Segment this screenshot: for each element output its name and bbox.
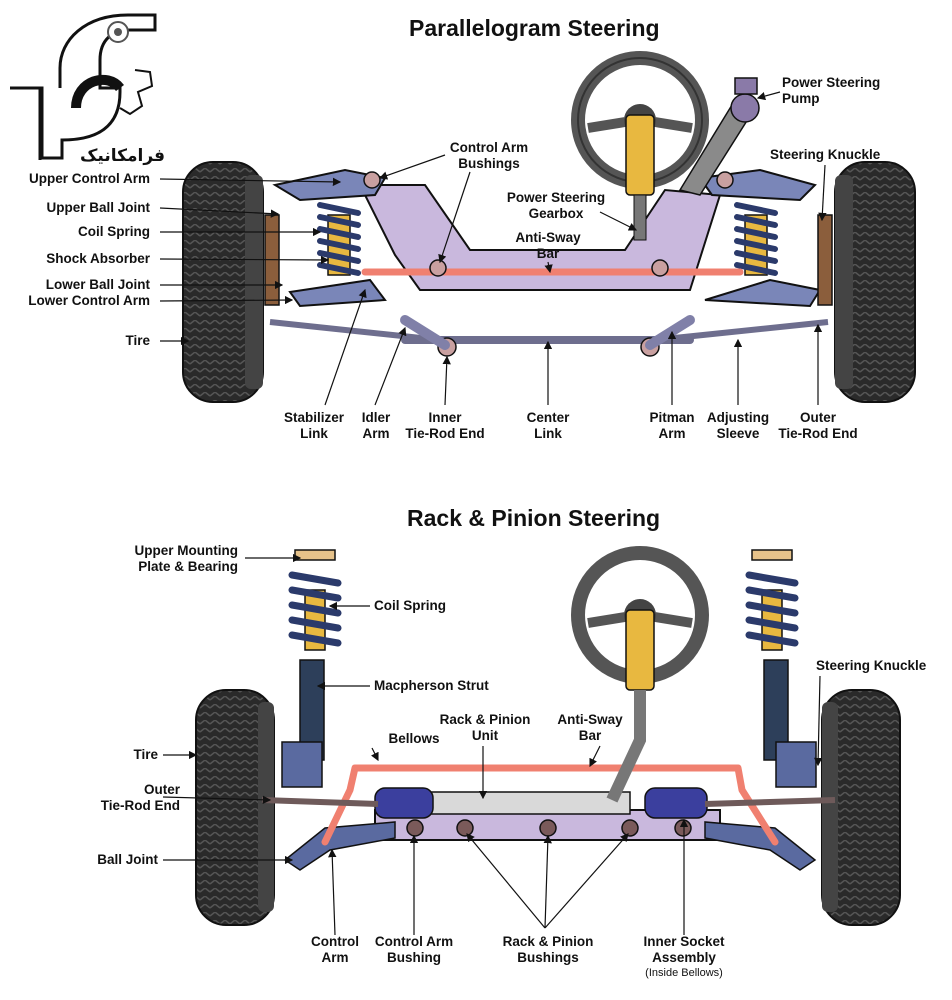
rack-pinion-title: Rack & Pinion Steering — [407, 505, 661, 531]
label-steering-knuckle-top: Steering Knuckle — [770, 147, 881, 162]
rack-pinion-illustration — [195, 546, 901, 926]
leader-lines-top — [159, 91, 827, 406]
steering-wheel-top — [571, 51, 709, 241]
bellows-left — [374, 787, 434, 819]
label-control-arm: Control Arm — [311, 934, 359, 965]
strut-left — [281, 549, 342, 788]
power-steering-pump — [678, 77, 760, 196]
label-anti-sway-bar-top: Anti-Sway Bar — [515, 230, 581, 261]
parallelogram-illustration — [182, 51, 916, 403]
label-lower-control-arm: Lower Control Arm — [28, 293, 150, 308]
steering-wheel-bottom — [571, 546, 709, 803]
lower-control-arm-left — [288, 278, 387, 308]
label-inside-bellows: (Inside Bellows) — [645, 967, 723, 979]
logo — [10, 13, 157, 160]
label-coil-spring-bottom: Coil Spring — [374, 598, 446, 613]
control-arm-left — [283, 821, 396, 871]
label-inner-socket-assembly: Inner Socket Assembly — [643, 934, 725, 965]
label-control-arm-bushings: Control Arm Bushings — [449, 140, 529, 171]
tie-rod-right-bottom — [704, 797, 836, 807]
tie-rod-right — [654, 319, 829, 343]
label-lower-ball-joint: Lower Ball Joint — [45, 277, 150, 292]
label-shock-absorber: Shock Absorber — [46, 251, 150, 266]
label-outer-tie-rod-end-top: Outer Tie-Rod End — [778, 410, 858, 441]
label-upper-ball-joint: Upper Ball Joint — [46, 200, 150, 215]
label-pitman-arm: Pitman Arm — [649, 410, 695, 441]
label-anti-sway-bar-bottom: Anti-Sway Bar — [557, 712, 623, 743]
tire-left-top — [182, 161, 264, 403]
bellows-right — [644, 787, 708, 819]
lower-control-arm-right — [704, 278, 822, 308]
label-rack-pinion-bushings: Rack & Pinion Bushings — [502, 934, 594, 965]
label-stabilizer-link: Stabilizer Link — [283, 410, 345, 441]
upper-control-arm-left — [272, 168, 387, 202]
label-outer-tie-rod-end-bottom: Outer Tie-Rod End — [100, 782, 180, 813]
strut-right — [745, 549, 817, 788]
coil-spring-right — [734, 202, 778, 276]
label-center-link: Center Link — [526, 410, 570, 441]
label-power-steering-gearbox: Power Steering Gearbox — [506, 190, 606, 221]
label-control-arm-bushing: Control Arm Bushing — [374, 934, 454, 965]
control-arm-right — [704, 821, 817, 871]
tire-right-bottom — [821, 689, 901, 926]
label-idler-arm: Idler Arm — [361, 410, 391, 441]
label-macpherson-strut: Macpherson Strut — [374, 678, 489, 693]
label-ball-joint: Ball Joint — [97, 852, 158, 867]
tire-right-top — [834, 161, 916, 403]
label-tire-bottom: Tire — [133, 747, 158, 762]
upper-control-arm-right — [698, 168, 817, 202]
coil-spring-left — [317, 202, 361, 276]
label-steering-knuckle-bottom: Steering Knuckle — [816, 658, 927, 673]
label-upper-control-arm: Upper Control Arm — [29, 171, 150, 186]
tire-left-bottom — [195, 689, 275, 926]
label-tire-top: Tire — [125, 333, 150, 348]
label-adjusting-sleeve: Adjusting Sleeve — [706, 410, 770, 441]
label-rack-pinion-unit: Rack & Pinion Unit — [439, 712, 531, 743]
label-coil-spring-top: Coil Spring — [78, 224, 150, 239]
knuckle-right — [817, 214, 833, 306]
idler-arm — [400, 315, 450, 350]
label-upper-mounting-plate: Upper Mounting Plate & Bearing — [134, 543, 238, 574]
leader-lines-bottom — [162, 553, 823, 936]
parallelogram-title: Parallelogram Steering — [409, 15, 660, 41]
tie-rod-left — [269, 319, 441, 343]
tie-rod-left-bottom — [261, 797, 379, 807]
anti-sway-bar-bottom — [321, 764, 779, 846]
logo-text: فرامکانیک — [80, 146, 166, 166]
label-power-steering-pump: Power Steering Pump — [782, 75, 881, 106]
rack-tube — [429, 791, 631, 815]
label-bellows: Bellows — [388, 731, 440, 746]
label-inner-tie-rod-end: Inner Tie-Rod End — [405, 410, 485, 441]
